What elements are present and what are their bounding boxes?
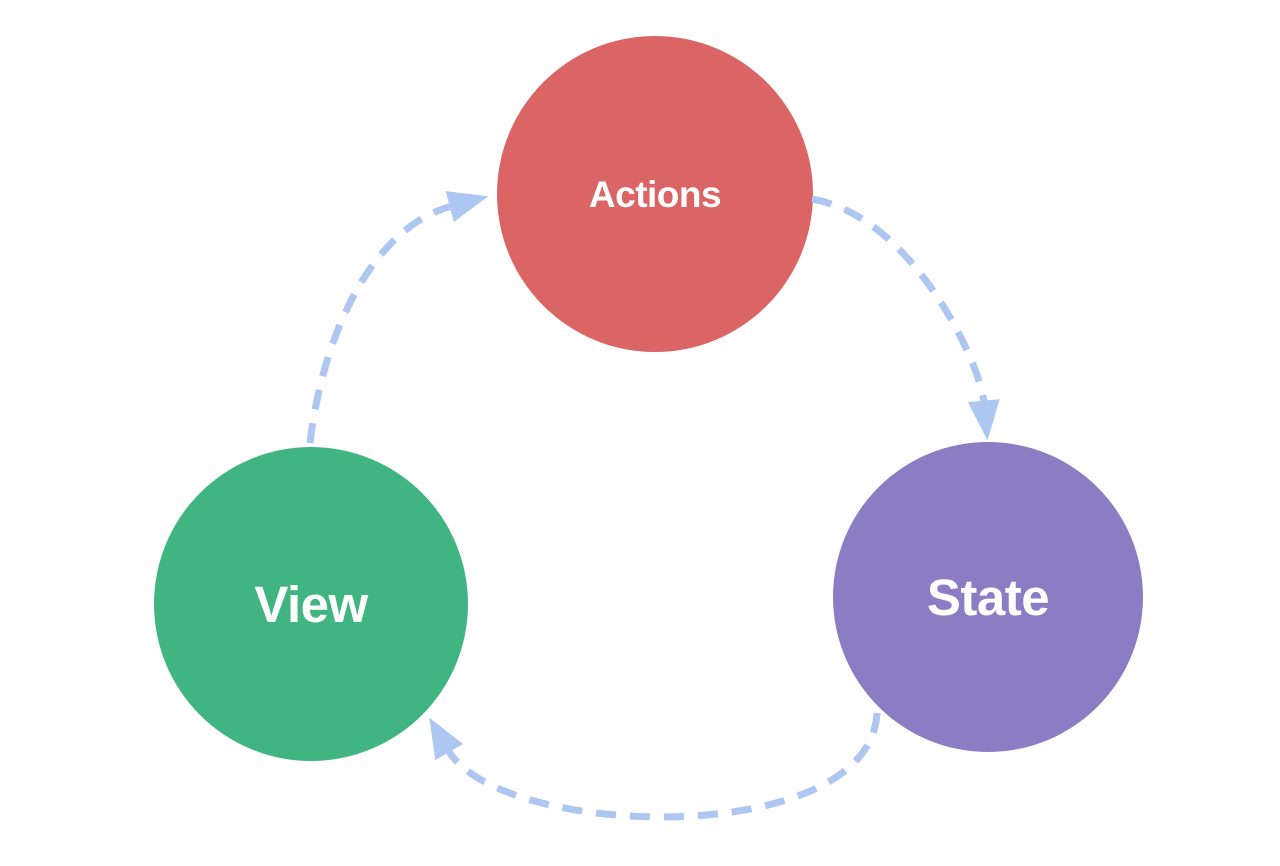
node-actions: Actions bbox=[497, 36, 813, 352]
node-state: State bbox=[833, 442, 1143, 752]
edge-actions-to-state bbox=[811, 195, 1000, 441]
edge-state-to-view bbox=[429, 712, 881, 821]
node-actions-label: Actions bbox=[588, 173, 722, 215]
node-state-label: State bbox=[926, 568, 1050, 626]
node-view: View bbox=[154, 447, 468, 761]
edge-view-to-actions bbox=[306, 191, 489, 444]
node-view-label: View bbox=[254, 575, 368, 633]
